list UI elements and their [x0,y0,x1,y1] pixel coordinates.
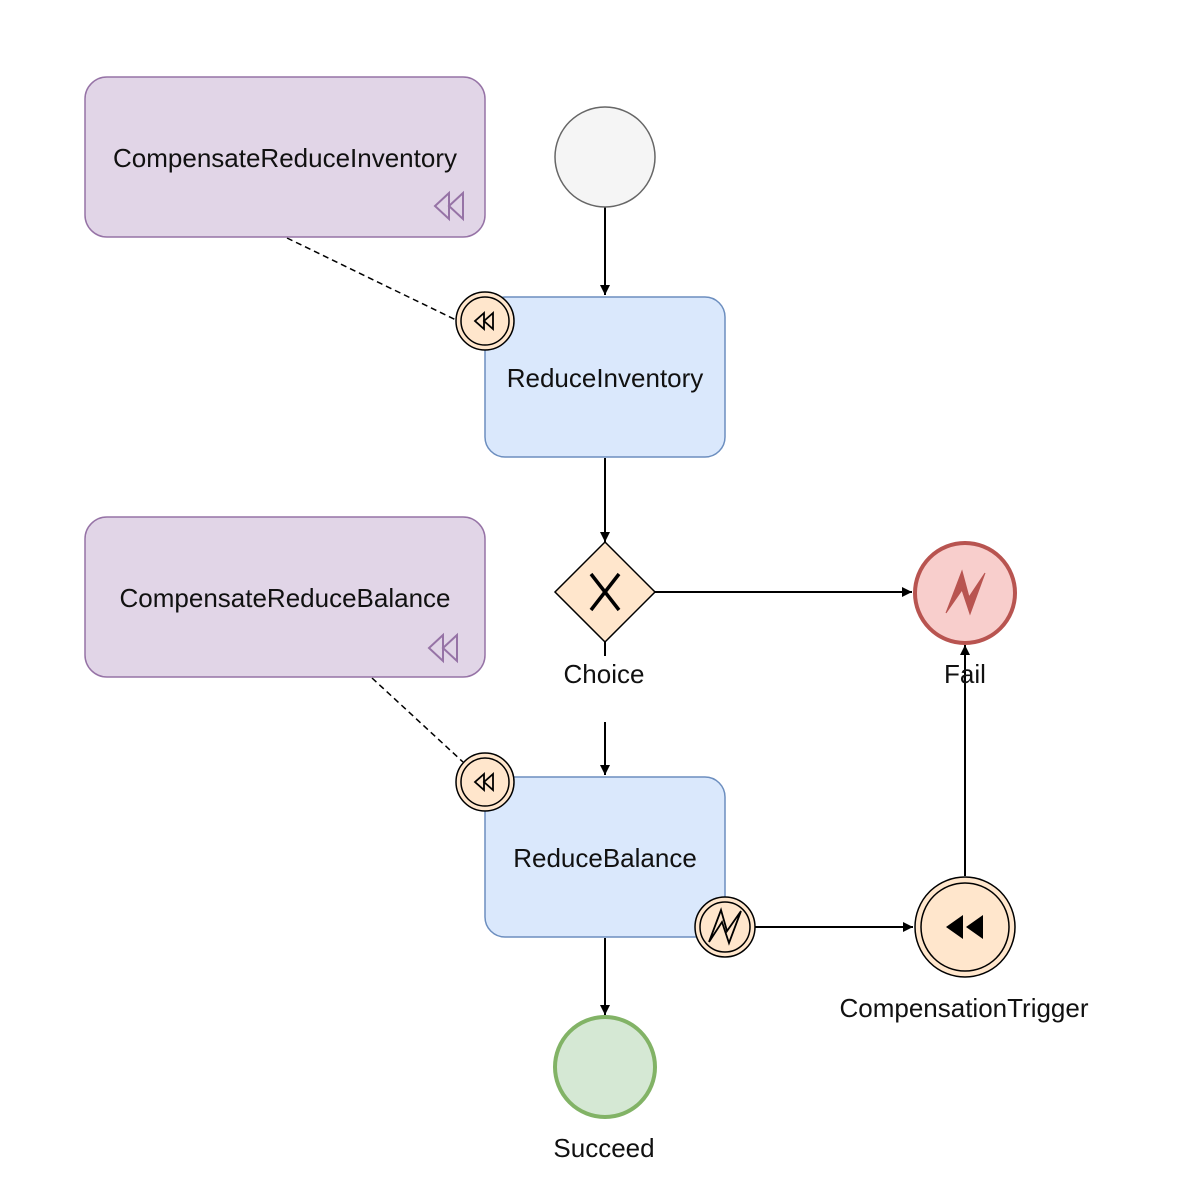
reduce-inventory-task[interactable]: ReduceInventory [484,296,726,458]
association-reduce-balance [371,677,464,763]
compensate-reduce-inventory-label: CompensateReduceInventory [113,143,457,173]
fail-end-event[interactable]: Fail [913,541,1017,689]
compensate-reduce-inventory-task[interactable]: CompensateReduceInventory [84,76,486,238]
compensate-reduce-balance-task[interactable]: CompensateReduceBalance [84,516,486,678]
start-event[interactable] [554,106,656,208]
rewind-icon [473,771,494,793]
fail-label: Fail [944,659,986,689]
reduce-balance-task[interactable]: ReduceBalance [484,776,726,938]
reduce-balance-compensation-boundary[interactable] [455,752,515,812]
rewind-filled-icon [946,915,983,939]
x-icon [589,572,621,612]
compensation-trigger-label: CompensationTrigger [839,993,1088,1023]
reduce-inventory-compensation-boundary[interactable] [455,291,515,351]
succeed-label: Succeed [553,1133,654,1163]
reduce-inventory-label: ReduceInventory [507,363,704,393]
compensate-reduce-balance-label: CompensateReduceBalance [120,583,451,613]
lightning-icon [945,569,986,616]
compensation-marker-icon [427,632,458,664]
compensation-trigger-event[interactable]: CompensationTrigger [839,876,1089,1023]
choice-label: Choice [564,659,645,689]
association-reduce-inventory [286,237,457,321]
compensation-marker-icon [433,190,464,222]
choice-gateway[interactable]: Choice [553,540,657,689]
rewind-icon [473,310,494,332]
reduce-balance-label: ReduceBalance [513,843,697,873]
succeed-end-event[interactable]: Succeed [553,1015,657,1163]
connectors [286,207,970,1015]
reduce-balance-error-boundary[interactable] [694,896,756,958]
lightning-icon [708,907,742,946]
